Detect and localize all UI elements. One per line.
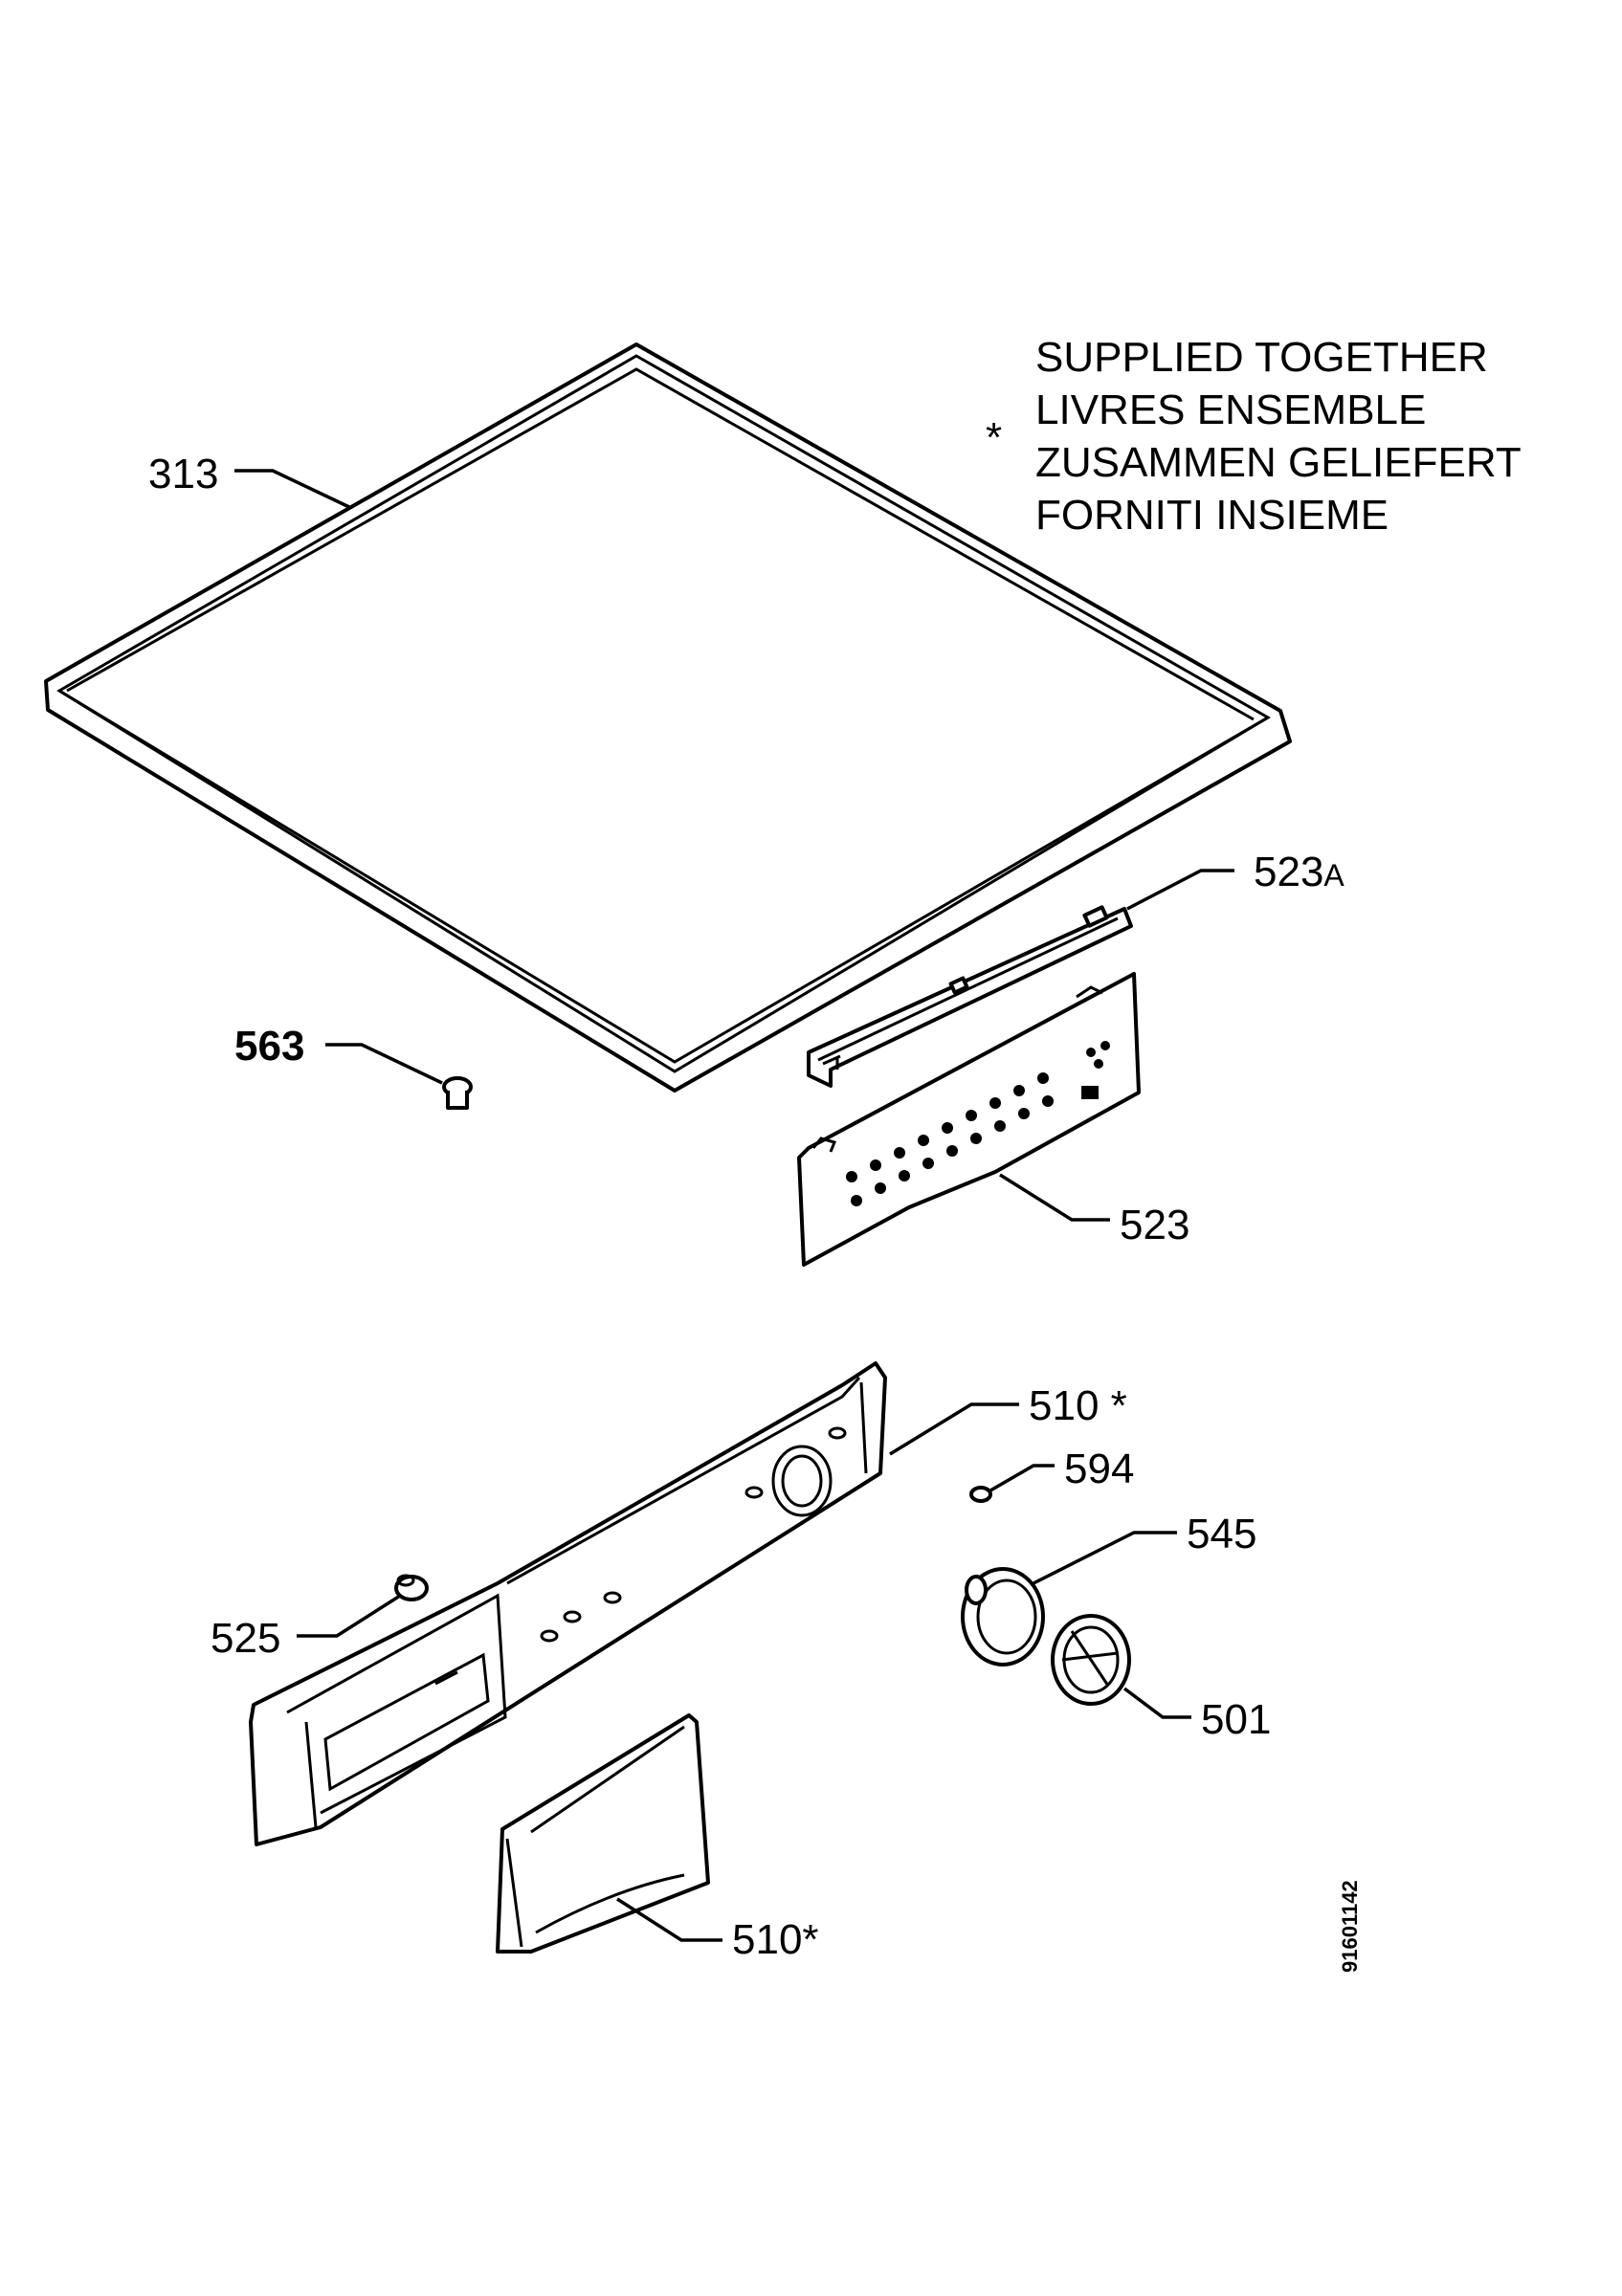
- lamp-594: [969, 1486, 992, 1503]
- label-313: 313: [148, 451, 218, 497]
- label-563: 563: [234, 1023, 304, 1070]
- leader-501: [1122, 1687, 1191, 1719]
- leader-510-bottom: [616, 1897, 722, 1942]
- drawing-code: 91601142: [1338, 1880, 1362, 1973]
- label-594: 594: [1064, 1446, 1134, 1492]
- note-asterisk: *: [986, 414, 1002, 461]
- leader-523: [999, 1173, 1110, 1222]
- knob-holder-545: [961, 1567, 1045, 1667]
- leader-545: [1033, 1531, 1177, 1585]
- label-525: 525: [211, 1615, 280, 1662]
- knob-501: [1051, 1614, 1131, 1706]
- leader-510-top: [889, 1402, 1019, 1456]
- leader-313: [234, 469, 350, 509]
- note-line-de: ZUSAMMEN GELIEFERT: [1035, 439, 1522, 486]
- leader-525: [297, 1594, 401, 1638]
- screw-563: [442, 1076, 473, 1110]
- label-510-top: 510 *: [1029, 1382, 1127, 1429]
- label-523a: 523A: [1254, 849, 1344, 895]
- label-510-bottom: 510*: [732, 1916, 819, 1963]
- control-panel-510: [249, 1361, 887, 1846]
- note-line-it: FORNITI INSIEME: [1035, 492, 1389, 539]
- drawer-handle-510: [496, 1713, 710, 1954]
- note-line-fr: LIVRES ENSEMBLE: [1035, 386, 1426, 433]
- board-holes: [846, 1041, 1110, 1206]
- cap-525: [394, 1574, 429, 1601]
- label-501: 501: [1201, 1696, 1271, 1743]
- top-cover-313: [44, 342, 1292, 1093]
- label-545: 545: [1187, 1511, 1256, 1557]
- note-line-en: SUPPLIED TOGETHER: [1035, 334, 1488, 381]
- leader-563: [325, 1043, 443, 1085]
- circuit-board-523: [797, 972, 1141, 1267]
- leader-594: [989, 1464, 1055, 1492]
- leader-523a: [1126, 869, 1234, 911]
- bracket-523a: [807, 905, 1133, 1088]
- supplied-together-note: * SUPPLIED TOGETHER LIVRES ENSEMBLE ZUSA…: [986, 334, 1522, 539]
- label-523: 523: [1120, 1202, 1189, 1248]
